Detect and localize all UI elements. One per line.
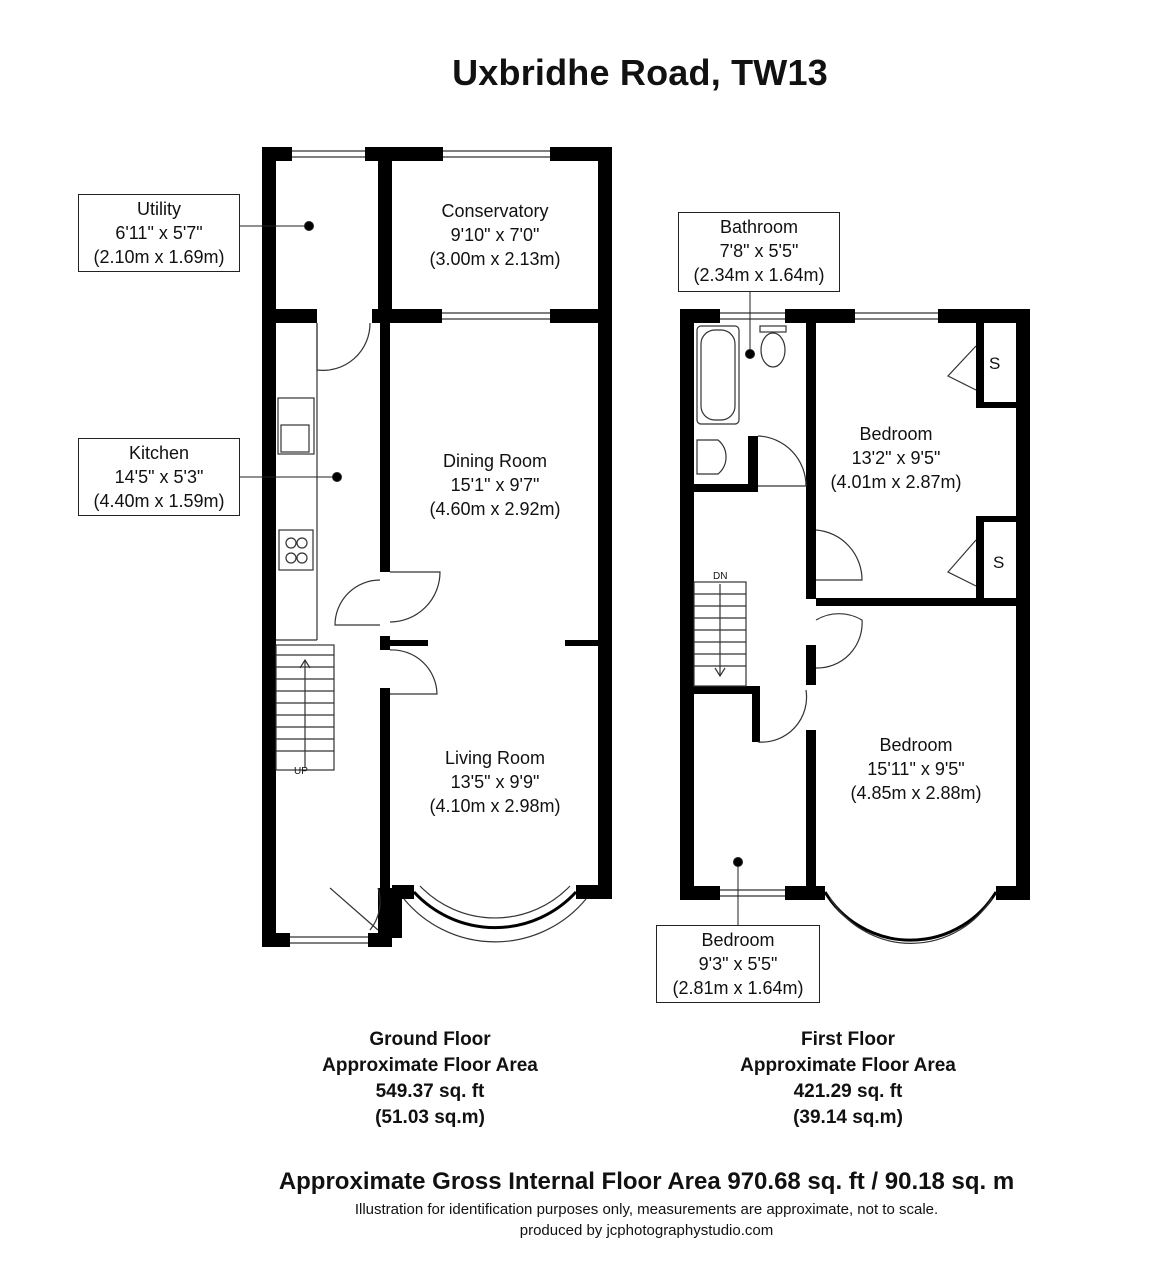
room-name: Utility — [137, 199, 181, 219]
floor-sqft: 421.29 sq. ft — [793, 1081, 903, 1102]
room-name: Dining Room — [442, 451, 548, 471]
room-name: Bedroom — [879, 735, 953, 755]
room-imperial: 13'2" x 9'5" — [851, 448, 941, 468]
room-metric: (4.60m x 2.92m) — [429, 499, 561, 519]
room-metric: (2.81m x 1.64m) — [672, 978, 804, 998]
room-imperial: 9'10" x 7'0" — [450, 225, 540, 245]
utility-label: Utility 6'11" x 5'7" (2.10m x 1.69m) — [78, 194, 240, 272]
producer-credit: produced by jcphotographystudio.com — [519, 1222, 774, 1239]
room-name: Bedroom — [701, 930, 775, 950]
ground-floor-summary: Ground Floor Approximate Floor Area 549.… — [300, 1027, 560, 1131]
first-floor-plan — [680, 309, 1030, 900]
room-metric: (4.01m x 2.87m) — [830, 472, 962, 492]
first-floor-summary: First Floor Approximate Floor Area 421.2… — [718, 1027, 978, 1131]
room-name: Bedroom — [859, 424, 933, 444]
living-room-label: Living Room 13'5" x 9'9" (4.10m x 2.98m) — [392, 746, 598, 818]
kitchen-label: Kitchen 14'5" x 5'3" (4.40m x 1.59m) — [78, 438, 240, 516]
floor-caption: Approximate Floor Area — [322, 1055, 538, 1076]
bedroom-small-label: Bedroom 9'3" x 5'5" (2.81m x 1.64m) — [656, 925, 820, 1003]
stair-down-label: DN — [713, 571, 728, 582]
ground-floor-fixtures — [275, 150, 587, 944]
room-imperial: 15'11" x 9'5" — [867, 759, 965, 779]
room-imperial: 6'11" x 5'7" — [115, 223, 203, 243]
bathroom-label: Bathroom 7'8" x 5'5" (2.34m x 1.64m) — [678, 212, 840, 292]
label-leaders — [240, 221, 755, 925]
room-imperial: 7'8" x 5'5" — [719, 241, 799, 261]
room-imperial: 13'5" x 9'9" — [450, 772, 540, 792]
page-title: Uxbridhe Road, TW13 — [452, 52, 828, 93]
floor-caption: Approximate Floor Area — [740, 1055, 956, 1076]
floor-sqm: (51.03 sq.m) — [375, 1107, 485, 1128]
room-name: Kitchen — [128, 443, 190, 463]
room-metric: (2.10m x 1.69m) — [93, 247, 225, 267]
floor-sqm: (39.14 sq.m) — [793, 1107, 903, 1128]
disclaimer: Illustration for identification purposes… — [354, 1201, 939, 1218]
room-name: Bathroom — [719, 217, 799, 237]
room-imperial: 14'5" x 5'3" — [114, 467, 204, 487]
room-imperial: 15'1" x 9'7" — [450, 475, 540, 495]
room-name: Living Room — [444, 748, 546, 768]
storage-label-lower: S — [993, 553, 1005, 572]
ground-floor-plan — [262, 147, 612, 947]
room-name: Conservatory — [441, 201, 549, 221]
dining-room-label: Dining Room 15'1" x 9'7" (4.60m x 2.92m) — [392, 449, 598, 521]
room-imperial: 9'3" x 5'5" — [698, 954, 778, 974]
bedroom-rear-label: Bedroom 13'2" x 9'5" (4.01m x 2.87m) — [816, 422, 976, 494]
floor-name: First Floor — [801, 1029, 895, 1050]
room-metric: (4.10m x 2.98m) — [429, 796, 561, 816]
room-metric: (2.34m x 1.64m) — [693, 265, 825, 285]
storage-label-upper: S — [989, 354, 1001, 373]
room-metric: (3.00m x 2.13m) — [429, 249, 561, 269]
floor-sqft: 549.37 sq. ft — [375, 1081, 485, 1102]
bedroom-front-label: Bedroom 15'11" x 9'5" (4.85m x 2.88m) — [816, 733, 1016, 805]
floor-name: Ground Floor — [369, 1029, 491, 1050]
room-metric: (4.85m x 2.88m) — [850, 783, 982, 803]
room-metric: (4.40m x 1.59m) — [93, 491, 225, 511]
stair-up-label: UP — [294, 766, 308, 777]
first-floor-fixtures — [693, 312, 998, 944]
gross-area: Approximate Gross Internal Floor Area 97… — [278, 1168, 1015, 1195]
conservatory-label: Conservatory 9'10" x 7'0" (3.00m x 2.13m… — [392, 199, 598, 271]
